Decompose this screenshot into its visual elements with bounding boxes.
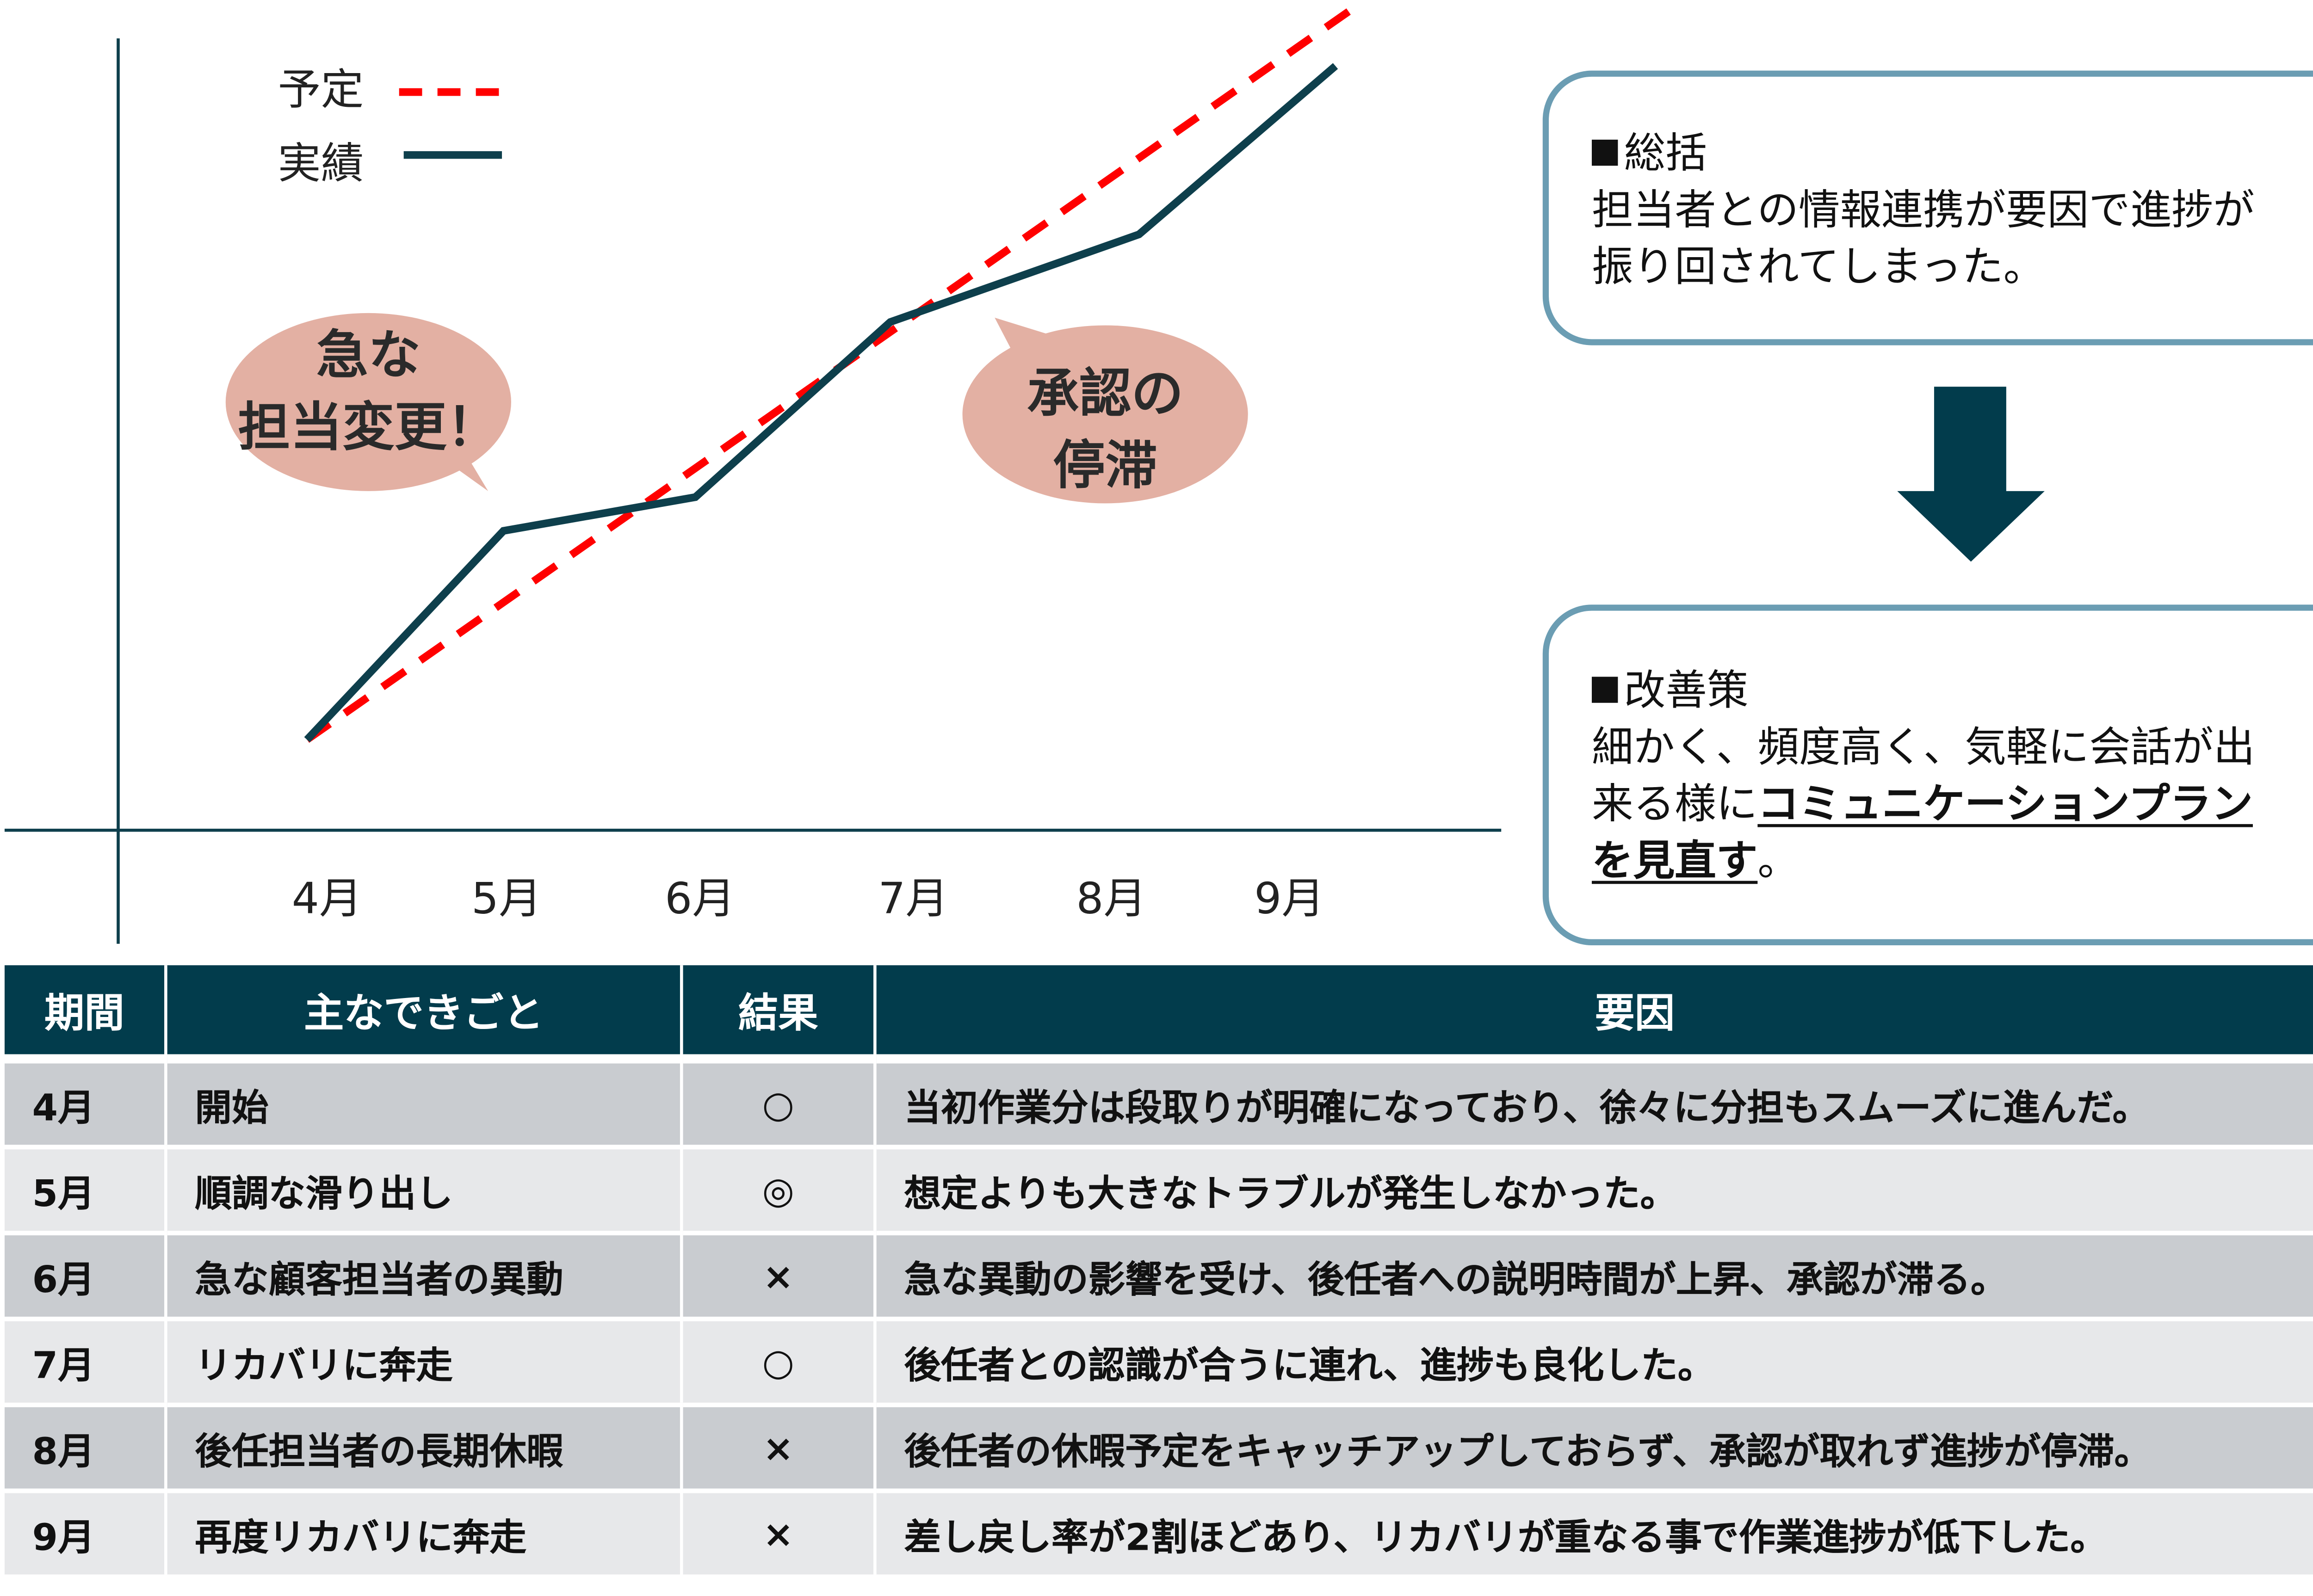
data-point	[503, 530, 504, 531]
cell-period: 7月	[4, 1317, 167, 1403]
table-row: 6月急な顧客担当者の異動×急な異動の影響を受け、後任者への説明時間が上昇、承認が…	[4, 1231, 2313, 1317]
improvement-emphasis: を見直す	[1591, 838, 1758, 886]
table-header-row: 期間 主なできごと 結果 要因	[4, 965, 2313, 1054]
series-line-actual	[304, 63, 1338, 743]
annotation-text: 停滞	[1053, 435, 1157, 496]
cell-result: ×	[683, 1402, 877, 1489]
cell-period: 4月	[4, 1054, 167, 1145]
summary-line: 振り回されてしまった。	[1591, 244, 2045, 292]
cell-cause: 想定よりも大きなトラブルが発生しなかった。	[876, 1145, 2313, 1231]
cell-period: 5月	[4, 1145, 167, 1231]
data-point	[695, 497, 696, 498]
cell-event: 再度リカバリに奔走	[167, 1488, 683, 1575]
cell-result: ○	[683, 1317, 877, 1403]
improvement-heading-text: 改善策	[1624, 667, 1749, 715]
cell-result: ×	[683, 1231, 877, 1317]
cell-event: 順調な滑り出し	[167, 1145, 683, 1231]
series-line-plan	[304, 1, 1361, 743]
cell-event: 開始	[167, 1054, 683, 1145]
cell-cause: 差し戻し率が2割ほどあり、リカバリが重なる事で作業進捗が低下した。	[876, 1488, 2313, 1575]
summary-line: 担当者との情報連携が要因で進捗が	[1591, 187, 2255, 235]
data-point	[890, 335, 891, 336]
cell-cause: 後任者の休暇予定をキャッチアップしておらず、承認が取れず進捗が停滞。	[876, 1402, 2313, 1489]
x-tick-label: 8月	[1076, 873, 1146, 923]
cell-result: ×	[683, 1488, 877, 1575]
cell-result: ◎	[683, 1145, 877, 1231]
header-period: 期間	[4, 965, 167, 1054]
summary-heading-text: 総括	[1624, 130, 1707, 178]
cell-period: 6月	[4, 1231, 167, 1317]
improvement-emphasis: コミュニケーションプラン	[1757, 781, 2253, 829]
cell-cause: 当初作業分は段取りが明確になっており、徐々に分担もスムーズに進んだ。	[876, 1054, 2313, 1145]
table-row: 8月後任担当者の長期休暇×後任者の休暇予定をキャッチアップしておらず、承認が取れ…	[4, 1402, 2313, 1489]
legend-label-actual: 実績	[278, 138, 364, 188]
header-events: 主なできごと	[167, 965, 683, 1054]
monthly-results-table: 期間 主なできごと 結果 要因 4月開始○当初作業分は段取りが明確になっており、…	[4, 965, 2313, 1575]
legend-label-plan: 予定	[278, 65, 364, 115]
improvement-line: 来る様にコミュニケーションプラン	[1592, 776, 2255, 833]
x-tick-label: 9月	[1254, 873, 1324, 923]
cell-event: 後任担当者の長期休暇	[167, 1402, 683, 1489]
table-row: 4月開始○当初作業分は段取りが明確になっており、徐々に分担もスムーズに進んだ。	[4, 1054, 2313, 1145]
cell-period: 8月	[4, 1402, 167, 1489]
x-tick-label: 4月	[292, 873, 362, 923]
annotation-text: 急な	[316, 324, 421, 385]
cell-result: ○	[683, 1054, 877, 1145]
header-result: 結果	[683, 965, 877, 1054]
header-cause: 要因	[876, 965, 2313, 1054]
down-arrow-icon	[1897, 387, 2045, 562]
improvement-line: を見直す。	[1592, 833, 2255, 890]
summary-heading: 総括	[1591, 126, 2255, 183]
summary-box: 総括 担当者との情報連携が要因で進捗が 振り回されてしまった。	[1542, 70, 2313, 345]
table-row: 9月再度リカバリに奔走×差し戻し率が2割ほどあり、リカバリが重なる事で作業進捗が…	[4, 1488, 2313, 1575]
improvement-text: 。	[1757, 838, 1799, 886]
cell-cause: 後任者との認識が合うに連れ、進捗も良化した。	[876, 1317, 2313, 1403]
cell-period: 9月	[4, 1488, 167, 1575]
square-bullet-icon	[1591, 677, 1618, 703]
improvement-line: 細かく、頻度高く、気軽に会話が出	[1591, 724, 2255, 772]
cell-cause: 急な異動の影響を受け、後任者への説明時間が上昇、承認が滞る。	[876, 1231, 2313, 1317]
legend: 予定 実績	[278, 65, 502, 188]
annotation-text: 承認の	[1027, 363, 1183, 424]
improvement-heading: 改善策	[1591, 663, 2255, 720]
x-tick-label: 5月	[471, 873, 542, 923]
annotation-text: 担当変更！	[238, 396, 499, 457]
cell-event: リカバリに奔走	[167, 1317, 683, 1403]
table-row: 7月リカバリに奔走○後任者との認識が合うに連れ、進捗も良化した。	[4, 1317, 2313, 1403]
x-tick-label: 7月	[878, 873, 948, 923]
square-bullet-icon	[1591, 139, 1618, 166]
improvement-text: 来る様に	[1591, 781, 1758, 829]
improvement-box: 改善策 細かく、頻度高く、気軽に会話が出 来る様にコミュニケーションプラン を見…	[1542, 604, 2313, 946]
cell-event: 急な顧客担当者の異動	[167, 1231, 683, 1317]
table-row: 5月順調な滑り出し◎想定よりも大きなトラブルが発生しなかった。	[4, 1145, 2313, 1231]
x-tick-label: 6月	[665, 873, 735, 923]
